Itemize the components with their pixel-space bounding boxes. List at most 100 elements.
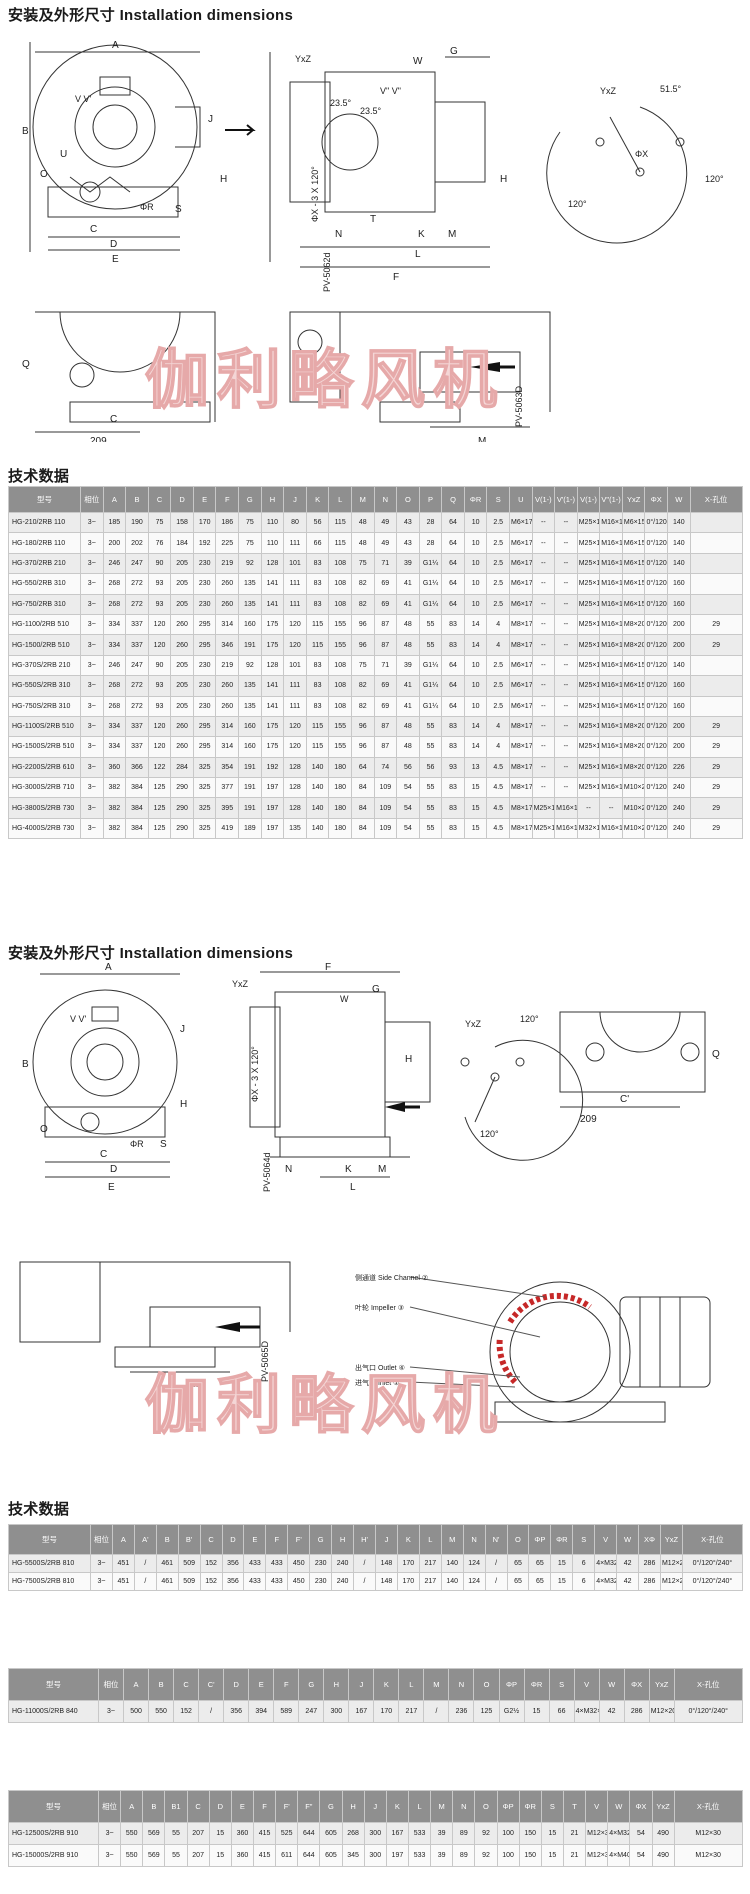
table-cell: 15 bbox=[463, 797, 488, 819]
table-cell: 89 bbox=[452, 1844, 476, 1867]
header-cell: H bbox=[341, 1790, 365, 1823]
label2-D: D bbox=[110, 1164, 117, 1175]
header-cell-hole-position: X-孔位 bbox=[673, 1790, 743, 1823]
table-cell: 175 bbox=[260, 715, 285, 738]
table-cell: 260 bbox=[170, 736, 194, 758]
header-cell: N' bbox=[484, 1524, 508, 1555]
table-cell: G1¼ bbox=[418, 695, 443, 717]
table-cell: 461 bbox=[155, 1554, 179, 1573]
table-cell: 140 bbox=[305, 817, 330, 840]
table-cell: 191 bbox=[238, 777, 262, 799]
header-cell: F bbox=[273, 1668, 300, 1701]
table-cell: 205 bbox=[170, 675, 194, 697]
table-cell: 6 bbox=[572, 1572, 596, 1591]
table-cell: -- bbox=[531, 654, 556, 677]
table-cell: 65 bbox=[506, 1572, 530, 1591]
header-cell: E bbox=[248, 1668, 275, 1701]
header-cell: O bbox=[506, 1524, 530, 1555]
header-cell: YxZ bbox=[621, 486, 646, 513]
table-cell: 87 bbox=[373, 634, 398, 656]
table-cell: 4.5 bbox=[486, 817, 510, 840]
table-cell: G1¼ bbox=[418, 654, 443, 677]
table-cell: 84 bbox=[350, 797, 375, 819]
table-cell: 550 bbox=[148, 1700, 175, 1723]
table-cell: 39 bbox=[430, 1844, 454, 1867]
table-cell: 29 bbox=[689, 777, 743, 799]
table-cell: 230 bbox=[192, 593, 217, 615]
table-cell: 4×M40×1.5 bbox=[607, 1844, 631, 1867]
table-cell: 170 bbox=[396, 1554, 420, 1573]
header-cell: W bbox=[667, 486, 691, 513]
model-cell: HG-5500S/2RB 810 bbox=[8, 1554, 91, 1573]
table-cell: 111 bbox=[283, 675, 307, 697]
table-cell: 120 bbox=[147, 715, 172, 738]
table-cell: 115 bbox=[305, 634, 330, 656]
model-cell: HG-4000S/2RB 730 bbox=[8, 817, 81, 840]
table-cell: 110 bbox=[260, 511, 285, 534]
table-cell: 260 bbox=[215, 695, 240, 717]
header-cell: K bbox=[396, 1524, 420, 1555]
table-cell bbox=[689, 511, 743, 534]
table-cell: / bbox=[353, 1554, 376, 1573]
table-cell: 29 bbox=[689, 634, 743, 656]
table-cell: -- bbox=[531, 552, 556, 575]
table-cell: M8×17 bbox=[508, 715, 533, 738]
table-cell: 334 bbox=[102, 736, 127, 758]
table-cell: 49 bbox=[373, 532, 398, 554]
table-cell: 230 bbox=[192, 695, 217, 717]
table-cell: M6×17 bbox=[508, 552, 533, 575]
table-cell: 346 bbox=[215, 634, 240, 656]
table-cell: 268 bbox=[102, 573, 127, 595]
table-cell: 207 bbox=[186, 1844, 210, 1867]
table-cell: -- bbox=[531, 675, 556, 697]
header-cell: 相位 bbox=[90, 1524, 113, 1555]
label2-S: S bbox=[160, 1139, 167, 1150]
table-cell: 382 bbox=[102, 777, 127, 799]
table-cell: M25×1.5 bbox=[576, 654, 601, 677]
table-cell bbox=[689, 573, 743, 595]
table-cell: 192 bbox=[260, 756, 285, 779]
table-cell: 0°/120°/240° bbox=[644, 573, 669, 595]
table-cell: M16×1.5 bbox=[599, 654, 623, 677]
table-cell: 122 bbox=[147, 756, 172, 779]
label2-yxz-hole: YxZ bbox=[465, 1019, 482, 1029]
model-cell: HG-550S/2RB 310 bbox=[8, 675, 81, 697]
table-cell: 197 bbox=[385, 1844, 409, 1867]
table-cell: 48 bbox=[396, 736, 420, 758]
table-cell: 74 bbox=[373, 756, 398, 779]
header-cell: YxZ bbox=[648, 1668, 675, 1701]
header-cell: C bbox=[186, 1790, 210, 1823]
table-cell: M25×1.5 bbox=[576, 532, 601, 554]
table-cell: 360 bbox=[230, 1844, 254, 1867]
table-cell: 10 bbox=[463, 573, 488, 595]
table-cell: 135 bbox=[238, 593, 262, 615]
table-cell: M25×1.5 bbox=[576, 613, 601, 636]
table-cell: M6×15 bbox=[621, 532, 646, 554]
model-cell: HG-750/2RB 310 bbox=[8, 593, 81, 615]
table-cell: 2.5 bbox=[486, 593, 510, 615]
table-cell: 644 bbox=[297, 1844, 321, 1867]
table-cell: 125 bbox=[473, 1700, 500, 1723]
table-cell: M8×17 bbox=[508, 797, 533, 819]
label2-K: K bbox=[345, 1164, 352, 1175]
table-cell: 93 bbox=[147, 675, 172, 697]
table-cell: 284 bbox=[170, 756, 194, 779]
table-cell: 82 bbox=[350, 675, 375, 697]
table-cell: 3~ bbox=[80, 613, 104, 636]
label2-phi-r: ΦR bbox=[130, 1139, 144, 1149]
table-cell: 115 bbox=[305, 715, 330, 738]
table-cell: 451 bbox=[111, 1554, 135, 1573]
header-cell: ΦR bbox=[550, 1524, 574, 1555]
table-cell: -- bbox=[531, 573, 556, 595]
table-cell: 140 bbox=[440, 1572, 464, 1591]
table-cell: 140 bbox=[305, 756, 330, 779]
table-cell: 200 bbox=[667, 613, 691, 636]
table-cell: 83 bbox=[441, 797, 465, 819]
table-cell: 170 bbox=[396, 1572, 420, 1591]
table-cell: M16×1.5 bbox=[599, 715, 623, 738]
header-cell: B bbox=[148, 1668, 175, 1701]
table-cell: M16×1.5 bbox=[599, 552, 623, 575]
table-cell: 55 bbox=[164, 1844, 188, 1867]
